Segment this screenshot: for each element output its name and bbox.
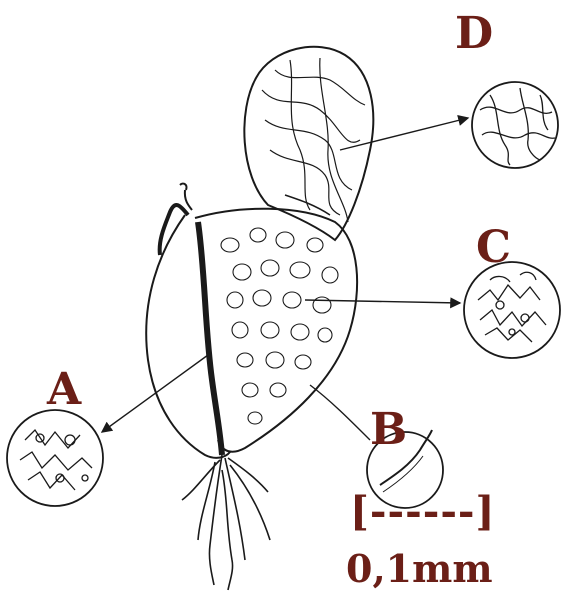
inset-circle-c — [464, 262, 560, 358]
roots — [182, 455, 270, 590]
inset-circle-d — [472, 82, 558, 168]
inset-circle-a — [7, 410, 103, 506]
upper-lobe-d — [244, 47, 373, 240]
label-a: A — [47, 368, 81, 412]
label-b: B — [370, 408, 407, 452]
scale-label: 0,1mm — [346, 550, 493, 588]
label-c: C — [476, 226, 511, 270]
central-stem — [160, 184, 222, 455]
scale-bar: [------] — [350, 492, 495, 532]
pointer-lines — [102, 118, 468, 440]
label-d: D — [455, 12, 493, 56]
